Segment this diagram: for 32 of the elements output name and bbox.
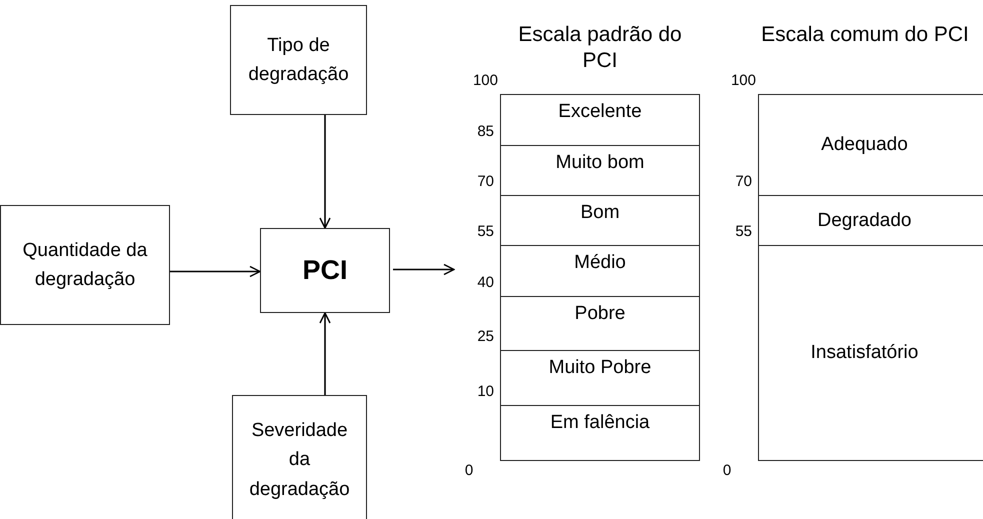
scale-value: 10 — [476, 383, 494, 400]
scale-band: Médio — [501, 246, 699, 297]
scale-heading: Escala padrão do PCI — [517, 22, 683, 74]
scale-value: 100 — [472, 72, 498, 89]
scale-value: 70 — [476, 173, 494, 190]
scale-value: 25 — [476, 328, 494, 345]
index-box: PCI — [260, 228, 390, 313]
scale-value: 40 — [476, 274, 494, 291]
scale-band: Pobre — [501, 297, 699, 351]
scale-band: Insatisfatório — [759, 246, 983, 461]
scale-heading: Escala comum do PCI — [760, 22, 970, 48]
scale-value: 0 — [722, 462, 732, 479]
input-box: Tipo de degradação — [230, 5, 367, 115]
scale-value: 85 — [476, 123, 494, 140]
arrow — [319, 312, 331, 395]
input-box: Quantidade da degradação — [0, 205, 170, 325]
scale-band: Muito bom — [501, 146, 699, 196]
scale-band: Em falência — [501, 406, 699, 461]
scale-band: Excelente — [501, 95, 699, 146]
input-box: Severidade da degradação — [232, 395, 367, 519]
scale-value: 55 — [734, 223, 752, 240]
scale-value: 100 — [730, 72, 756, 89]
arrow — [393, 264, 455, 276]
scale-value: 55 — [476, 223, 494, 240]
scale-value: 0 — [464, 462, 474, 479]
arrow — [319, 115, 331, 229]
arrow — [170, 266, 261, 278]
scale-band: Adequado — [759, 95, 983, 196]
scale-band: Degradado — [759, 196, 983, 246]
scale-value: 70 — [734, 173, 752, 190]
scale-band: Bom — [501, 196, 699, 246]
scale-band: Muito Pobre — [501, 351, 699, 406]
